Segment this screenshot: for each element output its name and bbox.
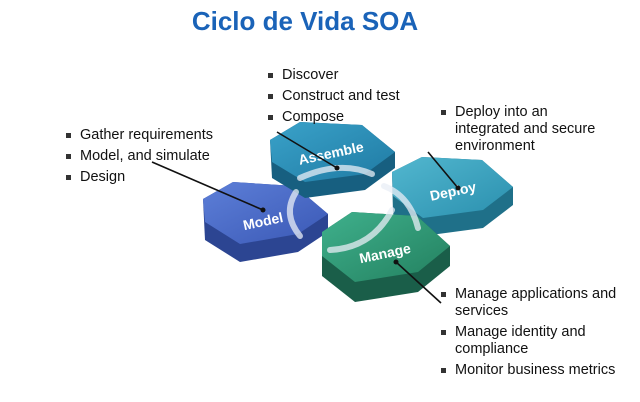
assemble-bullets: Discover Construct and test Compose	[268, 67, 400, 130]
assemble-hexagon: Assemble	[270, 122, 395, 198]
assemble-leader	[276, 131, 338, 169]
bullet-item: Gather requirements	[66, 127, 213, 144]
bullet-item: Construct and test	[268, 88, 400, 105]
deploy-bullets: Deploy into an integrated and secure env…	[441, 104, 601, 159]
bullet-item: Manage identity and compliance	[441, 324, 621, 358]
manage-leader	[395, 261, 442, 304]
bullet-item: Compose	[268, 109, 400, 126]
bullet-item: Manage applications and services	[441, 286, 621, 320]
deploy-hexagon: Deploy	[392, 157, 513, 236]
bullet-item: Monitor business metrics	[441, 362, 621, 379]
manage-bullets: Manage applications and services Manage …	[441, 286, 621, 383]
model-bullets: Gather requirements Model, and simulate …	[66, 127, 213, 190]
deploy-leader	[427, 151, 459, 189]
bullet-item: Discover	[268, 67, 400, 84]
bullet-item: Deploy into an integrated and secure env…	[441, 104, 601, 155]
leader-lines	[151, 131, 459, 304]
bullet-item: Design	[66, 169, 213, 186]
diagram-title: Ciclo de Vida SOA	[191, 6, 419, 36]
bullet-item: Model, and simulate	[66, 148, 213, 165]
model-leader	[151, 161, 264, 211]
leader-dots	[260, 165, 461, 265]
